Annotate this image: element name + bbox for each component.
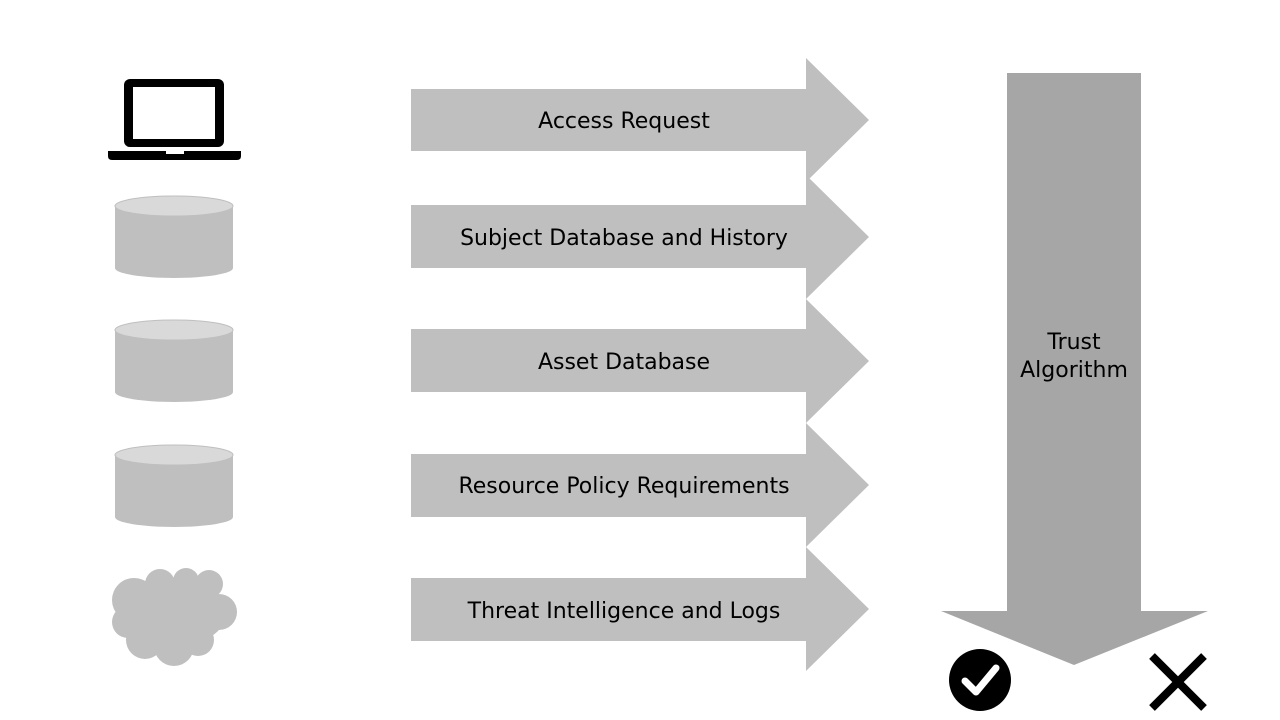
- database-icon: [114, 444, 234, 527]
- trust-algorithm-label-line2: Algorithm: [1020, 358, 1128, 383]
- arrow-label: Threat Intelligence and Logs: [467, 599, 781, 624]
- arrow-label: Resource Policy Requirements: [458, 474, 789, 499]
- arrow-label: Access Request: [538, 109, 710, 134]
- source-arrow: Subject Database and History: [411, 175, 869, 299]
- database-icon: [114, 195, 234, 278]
- laptop-icon: [108, 79, 241, 160]
- check-circle-icon: [949, 649, 1011, 711]
- x-mark-icon: [1149, 653, 1207, 711]
- source-arrow: Asset Database: [411, 299, 869, 423]
- source-arrow: Access Request: [411, 58, 869, 182]
- cloud-icon: [112, 568, 237, 666]
- trust-algorithm-arrow: Trust Algorithm: [941, 73, 1208, 665]
- arrow-label: Subject Database and History: [460, 226, 788, 251]
- arrow-label: Asset Database: [538, 350, 710, 375]
- database-icon: [114, 319, 234, 402]
- source-arrow: Threat Intelligence and Logs: [411, 547, 869, 671]
- source-arrow: Resource Policy Requirements: [411, 423, 869, 547]
- trust-algorithm-label-line1: Trust: [1046, 330, 1101, 355]
